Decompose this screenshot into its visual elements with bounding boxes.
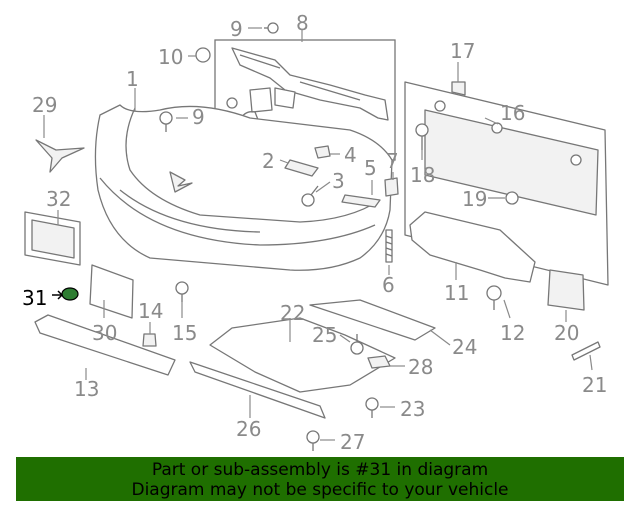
- callout-9-top: 9: [230, 17, 243, 41]
- callout-26: 26: [236, 417, 261, 441]
- leader-lines: [43, 27, 593, 441]
- callout-28: 28: [408, 355, 433, 379]
- part-2-bracket: [284, 159, 319, 177]
- callout-8: 8: [296, 11, 309, 35]
- callout-11: 11: [444, 281, 469, 305]
- part-14-clip: [142, 333, 157, 347]
- callout-19: 19: [462, 187, 487, 211]
- callout-15: 15: [172, 321, 197, 345]
- part-31-clip-highlighted: [52, 287, 79, 301]
- part-23-bolt: [365, 397, 379, 418]
- callout-23: 23: [400, 397, 425, 421]
- part-9-fastener-top: [264, 22, 279, 34]
- part-18-bolt: [415, 123, 429, 150]
- callout-4: 4: [344, 143, 357, 167]
- info-banner: Part or sub-assembly is #31 in diagram D…: [16, 457, 624, 501]
- part-7-clip: [384, 177, 399, 197]
- part-20-bracket: [547, 269, 585, 311]
- part-6-screw: [385, 229, 393, 263]
- part-9-fastener-left: [159, 111, 173, 132]
- callout-30: 30: [92, 321, 117, 345]
- callout-16: 16: [500, 101, 525, 125]
- callout-17: 17: [450, 39, 475, 63]
- callout-1: 1: [126, 67, 139, 91]
- part-5-emblem-bracket: [341, 194, 381, 208]
- part-3-screw: [301, 185, 319, 207]
- part-30-bracket: [89, 264, 134, 319]
- callout-5: 5: [364, 156, 377, 180]
- banner-line-1: Part or sub-assembly is #31 in diagram: [151, 460, 489, 480]
- callout-13: 13: [74, 377, 99, 401]
- part-1-bumper-cover: [94, 88, 393, 271]
- part-24-seal: [309, 299, 436, 341]
- part-17-bracket: [451, 81, 466, 96]
- callout-22: 22: [280, 301, 305, 325]
- part-12-push-pin: [486, 285, 502, 310]
- part-32-badge: [24, 211, 81, 266]
- part-15-bolt: [175, 281, 189, 302]
- callout-27: 27: [340, 430, 365, 454]
- part-10-nut: [195, 47, 211, 63]
- callout-18: 18: [410, 163, 435, 187]
- parts-diagram: 9 8 10 17 1 29 9 16 2 4 5 7 18 3 19 32 6…: [22, 11, 609, 454]
- part-22-shield: [209, 317, 396, 393]
- part-29-emblem: [35, 139, 85, 173]
- callout-32: 32: [46, 187, 71, 211]
- callout-25: 25: [312, 323, 337, 347]
- part-11-absorber: [409, 211, 536, 283]
- callout-31: 31: [22, 286, 47, 310]
- callout-29: 29: [32, 93, 57, 117]
- callout-7: 7: [386, 149, 399, 173]
- callout-2: 2: [262, 149, 275, 173]
- part-13-deflector: [34, 314, 176, 376]
- callout-10: 10: [158, 45, 183, 69]
- part-21-pin: [571, 341, 601, 361]
- callout-6: 6: [382, 273, 395, 297]
- callout-24: 24: [452, 335, 477, 359]
- part-27-bolt: [306, 430, 320, 451]
- part-25-bolt: [350, 334, 364, 355]
- banner-line-2: Diagram may not be specific to your vehi…: [131, 480, 509, 500]
- part-26-lower-strip: [189, 361, 326, 419]
- part-19-nut: [505, 191, 519, 205]
- part-4-clip: [314, 145, 331, 159]
- callout-21: 21: [582, 373, 607, 397]
- callout-14: 14: [138, 299, 163, 323]
- callout-3: 3: [332, 169, 345, 193]
- callout-20: 20: [554, 321, 579, 345]
- callout-9-left: 9: [192, 105, 205, 129]
- callout-12: 12: [500, 321, 525, 345]
